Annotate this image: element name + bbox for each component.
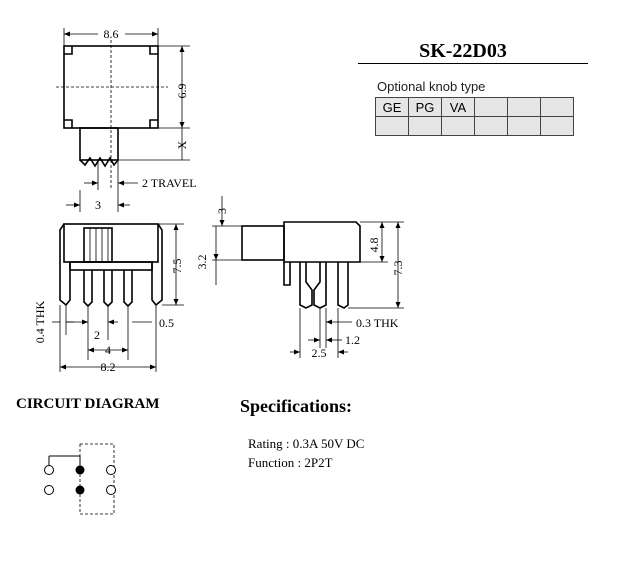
knob-cell bbox=[540, 97, 574, 117]
knob-table-row bbox=[375, 116, 574, 136]
dim-thk-right: 0.3 THK bbox=[356, 316, 399, 330]
dim-travel: 2 TRAVEL bbox=[142, 176, 197, 190]
dim-side-span: 2.5 bbox=[312, 346, 327, 360]
switch-contact-box bbox=[79, 443, 115, 515]
terminal-open bbox=[106, 465, 116, 475]
dim-top-width: 8.6 bbox=[104, 27, 119, 41]
dim-knob-x: X bbox=[175, 140, 189, 149]
dim-three: 3 bbox=[95, 198, 101, 212]
dim-pin-span: 4 bbox=[105, 343, 111, 357]
title-underline bbox=[358, 63, 588, 64]
knob-cell bbox=[408, 116, 442, 136]
terminal-open bbox=[44, 465, 54, 475]
knob-cell bbox=[540, 116, 574, 136]
dim-knob-top: 3 bbox=[215, 208, 229, 214]
terminal-common bbox=[75, 485, 85, 495]
knob-side bbox=[241, 225, 285, 261]
dim-side-h2: 7.3 bbox=[391, 261, 405, 276]
knob-type-label: Optional knob type bbox=[377, 79, 486, 94]
terminal-open bbox=[106, 485, 116, 495]
terminal-open bbox=[44, 485, 54, 495]
knob-type-table: GE PG VA bbox=[375, 97, 574, 136]
dim-pin-pitch: 2 bbox=[94, 328, 100, 342]
dim-knob-height: 3.2 bbox=[195, 255, 209, 270]
dim-right-gap: 0.5 bbox=[159, 316, 174, 330]
dim-thk-left: 0.4 THK bbox=[33, 300, 47, 343]
circuit-diagram bbox=[44, 443, 116, 515]
terminal-common bbox=[75, 465, 85, 475]
knob-cell bbox=[507, 116, 541, 136]
spec-function: Function : 2P2T bbox=[248, 455, 333, 470]
model-title: SK-22D03 bbox=[419, 40, 507, 62]
dim-side-pitch: 1.2 bbox=[345, 333, 360, 347]
circuit-diagram-title: CIRCUIT DIAGRAM bbox=[16, 396, 160, 412]
side-view: 3 3.2 4.8 7.3 0.3 THK 1.2 2.5 bbox=[195, 196, 405, 360]
knob-cell bbox=[441, 116, 475, 136]
knob-cell bbox=[474, 97, 508, 117]
dim-front-height: 7.5 bbox=[170, 259, 184, 274]
top-view: 8.6 6.9 X 2 TRAVEL 3 bbox=[56, 27, 197, 212]
front-view: 7.5 0.4 THK 2 0.5 4 8.2 bbox=[33, 223, 184, 374]
dim-side-h1: 4.8 bbox=[367, 238, 381, 253]
spec-rating: Rating : 0.3A 50V DC bbox=[248, 436, 365, 451]
knob-cell: VA bbox=[441, 97, 475, 117]
knob-cell: GE bbox=[375, 97, 409, 117]
dim-base-width: 8.2 bbox=[101, 360, 116, 374]
knob-cell bbox=[474, 116, 508, 136]
knob-top bbox=[79, 127, 119, 161]
dim-body-height: 6.9 bbox=[175, 84, 189, 99]
knob-cell bbox=[507, 97, 541, 117]
specifications-title: Specifications: bbox=[240, 396, 352, 416]
